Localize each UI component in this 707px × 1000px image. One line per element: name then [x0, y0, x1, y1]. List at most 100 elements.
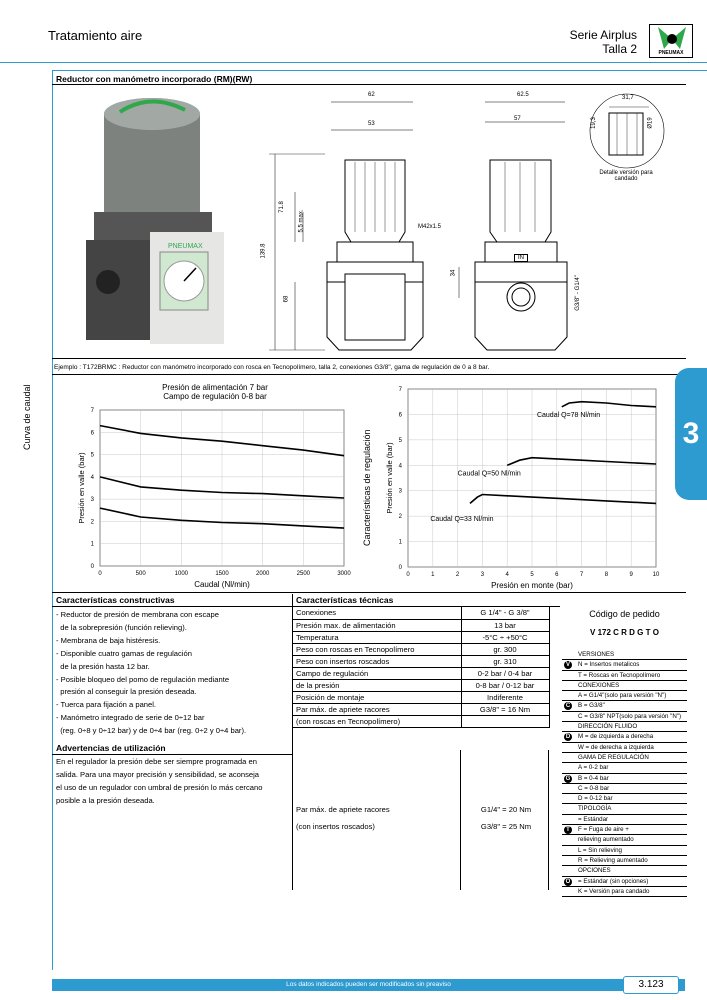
x-tick-label: 0	[406, 572, 410, 578]
order-row: D = 0-12 bar	[562, 794, 687, 805]
lock-note: Detalle versión para candado	[599, 170, 653, 182]
title-rule	[52, 84, 686, 85]
order-row: OPCIONES	[562, 866, 687, 877]
constructive-line: - Manómetro integrado de serie de 0÷12 b…	[56, 713, 205, 723]
torque2-labels: Par máx. de apriete racores (con inserto…	[296, 801, 390, 835]
series-annotation: Caudal Q=78 Nl/min	[537, 412, 600, 419]
order-row: = Estándar	[562, 815, 687, 826]
product-photo: PNEUMAX	[86, 98, 224, 344]
order-row: R = Relieving aumentado	[562, 856, 687, 867]
spec-label: Presión max. de alimentación	[293, 619, 461, 632]
footer-bar: Los datos indicados pueden ser modificad…	[52, 979, 685, 991]
order-row-text: A = 0-2 bar	[578, 764, 609, 772]
order-row: relieving aumentado	[562, 835, 687, 846]
constructive-line: - Reductor de presión de membrana con es…	[56, 610, 219, 619]
x-tick-label: 3	[481, 572, 485, 578]
spec-value: 13 bar	[460, 619, 550, 632]
header-title: Tratamiento aire	[48, 28, 143, 43]
order-row-text: = Estándar (sin opciones)	[578, 877, 649, 885]
x-tick-label: 5	[530, 572, 534, 578]
chapter-tab: 3	[675, 368, 707, 500]
order-letter-badge: G	[564, 774, 572, 783]
spec-value: gr. 310	[460, 655, 550, 668]
spec-value	[460, 715, 550, 728]
order-letter-badge: T	[564, 826, 572, 835]
order-row: CONEXIONES	[562, 681, 687, 692]
order-row-text: A = G1/4"(solo para versión "N")	[578, 692, 667, 700]
x-tick-label: 2	[456, 572, 460, 578]
warning-line: salida. Para una mayor precisión y sensi…	[56, 769, 260, 779]
chart-left-title2: Campo de regulación 0-8 bar	[163, 392, 267, 401]
header-series: Serie Airplus Talla 2	[570, 28, 637, 56]
chart-left-title1: Presión de alimentación 7 bar	[162, 383, 268, 392]
y-tick-label: 4	[399, 463, 403, 469]
x-tick-label: 4	[506, 572, 510, 578]
order-row-text: K = Versión para candado	[578, 887, 650, 895]
example-text: Ejemplo : T172BRMC : Reductor con manóme…	[54, 364, 490, 371]
order-row: DIRECCIÓN FLUIDO	[562, 722, 687, 733]
x-axis-label: Caudal (Nl/min)	[194, 580, 250, 589]
order-code: V 172 C R D G T O	[562, 628, 687, 637]
order-row: TIPOLOGÍA	[562, 804, 687, 815]
constructive-line: de la sobrepresión (función relieving).	[56, 622, 187, 632]
series-line-1	[99, 476, 345, 499]
val-col-line-r	[548, 750, 549, 890]
rule-above-specs	[52, 592, 686, 593]
order-row-text: B = 0-4 bar	[578, 774, 609, 782]
torque2-label-2: (con insertos roscados)	[296, 822, 375, 831]
lock-detail-drawing	[589, 93, 665, 169]
order-row: B = G3/8"C	[562, 701, 687, 712]
warning-line: el uso de un regulador con umbral de pre…	[56, 782, 263, 792]
x-tick-label: 8	[605, 572, 609, 578]
rule-above-example	[52, 358, 686, 359]
y-tick-label: 1	[91, 542, 95, 548]
order-letter-badge: O	[564, 877, 572, 886]
spec-label: Campo de regulación	[293, 667, 461, 680]
y-tick-label: 5	[399, 438, 403, 444]
spec-value: gr. 300	[460, 643, 550, 656]
order-row-text: DIRECCIÓN FLUIDO	[578, 723, 638, 731]
x-tick-label: 2500	[297, 571, 311, 577]
page-number: 3.123	[623, 976, 679, 994]
order-row-text: W = de derecha a izquierda	[578, 743, 654, 751]
spec-label: de la presión	[293, 679, 461, 692]
order-row-text: OPCIONES	[578, 867, 611, 875]
logo-mark-icon	[658, 27, 686, 49]
order-row-text: N = Insertos metalicos	[578, 661, 640, 669]
series-size: Talla 2	[602, 42, 637, 56]
x-tick-label: 1500	[215, 571, 229, 577]
order-row: = Estándar (sin opciones) O	[562, 877, 687, 887]
order-row-text: M = de izquierda a derecha	[578, 733, 654, 741]
constructive-rule	[52, 606, 292, 607]
order-row: A = G1/4"(solo para versión "N")	[562, 691, 687, 702]
order-row-text: TIPOLOGÍA	[578, 805, 612, 813]
order-row: F = Fuga de aire +T	[562, 825, 687, 836]
order-code-text: V 172 C R D G T O	[590, 628, 659, 637]
order-row-text: D = 0-12 bar	[578, 795, 613, 803]
dim-34: 34	[450, 269, 457, 277]
spec-label: Peso con roscas en Tecnopolímero	[293, 643, 461, 656]
front-drawing	[269, 101, 424, 351]
spec-label: Peso con insertos roscados	[293, 655, 461, 668]
torque2-value-2: G3/8" = 25 Nm	[480, 822, 532, 831]
x-tick-label: 10	[653, 572, 660, 578]
spec-label: Par máx. de apriete racores	[293, 703, 461, 716]
dim-53: 53	[368, 121, 375, 127]
order-row-text: L = Sin relieving	[578, 846, 622, 854]
order-row: GAMA DE REGULACIÓN	[562, 753, 687, 764]
series-name: Serie Airplus	[569, 28, 637, 42]
series-line-0	[99, 424, 345, 457]
chart-left-title: Presión de alimentación 7 bar Campo de r…	[120, 383, 310, 401]
dim-139-8: 139.8	[260, 243, 267, 259]
constructive-line: - Membrana de baja histéresis.	[56, 635, 161, 645]
order-row-text: CONEXIONES	[578, 681, 620, 689]
chart-left-side-label: Curva de caudal	[22, 384, 32, 450]
y-tick-label: 2	[399, 514, 403, 520]
